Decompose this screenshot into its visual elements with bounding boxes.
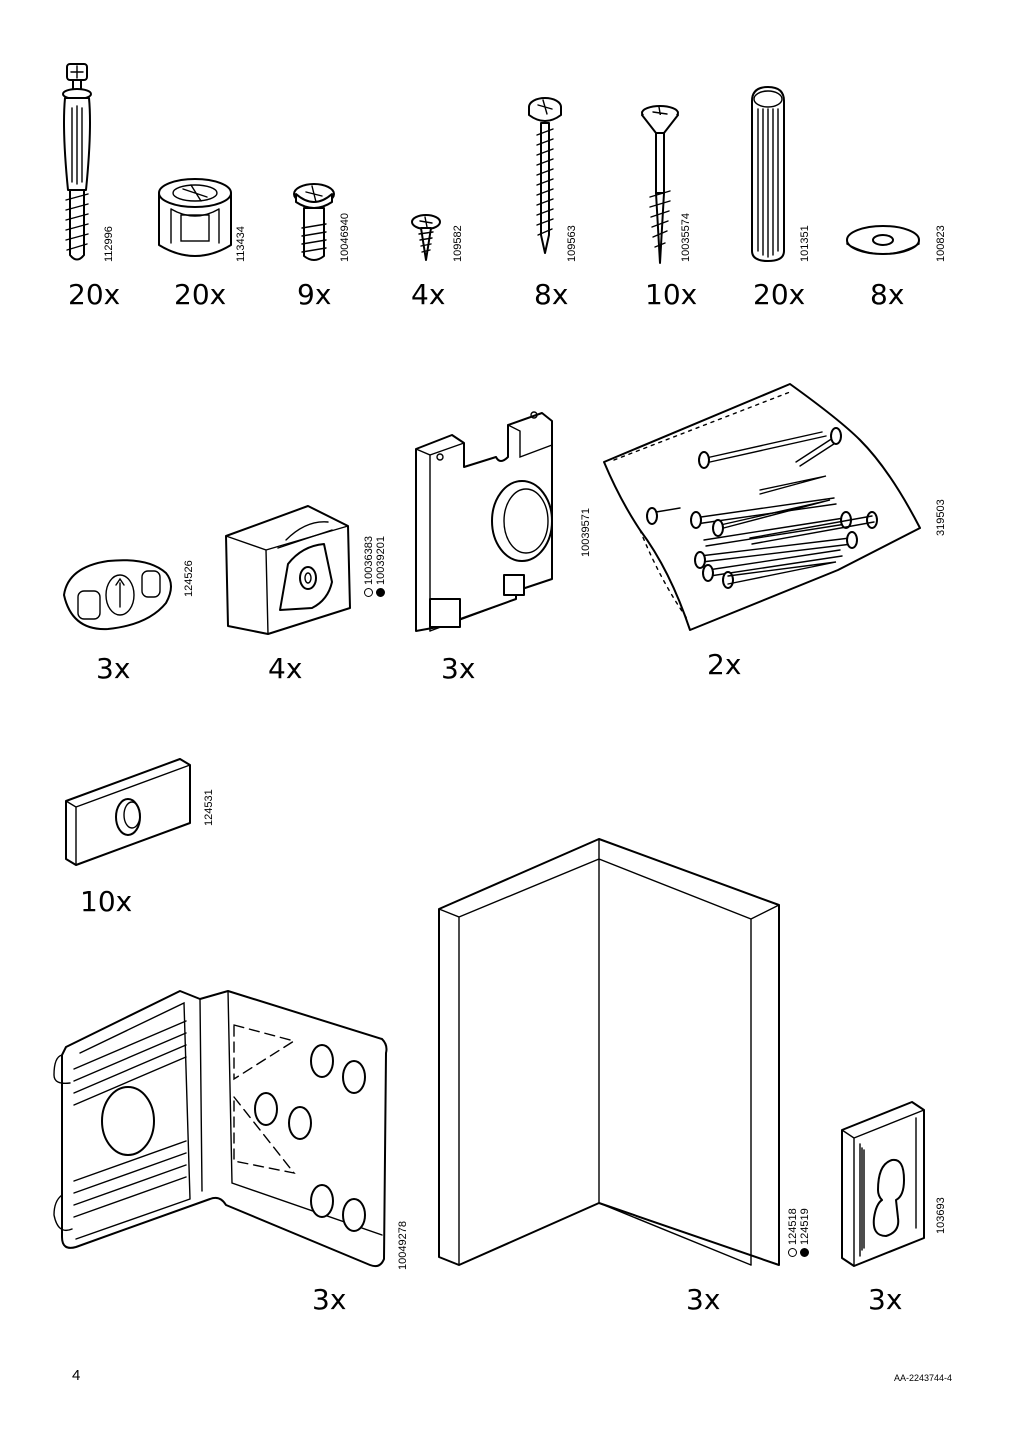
clip-icon [63,559,172,631]
quantity-label: 2x [707,648,742,681]
countersunk-screw-icon [641,105,679,264]
page-number: 4 [72,1367,81,1384]
quantity-label: 20x [68,278,121,311]
cam-lock-nut-icon [158,178,232,257]
article-number: 112996 [103,226,115,262]
part-124526 [58,555,178,635]
article-number: 101351 [799,225,811,262]
part-109582 [408,212,448,267]
part-124531 [62,755,197,870]
short-threaded-screw-icon [293,183,335,261]
article-number: 10036383 [363,536,375,585]
quantity-label: 3x [868,1283,903,1316]
quantity-label: 10x [645,278,698,311]
quantity-label: 8x [870,278,905,311]
quantity-label: 4x [268,652,303,685]
quantity-label: 20x [174,278,227,311]
metal-corner-bracket-icon [53,990,388,1268]
cam-bolt-dowel-icon [62,63,92,261]
article-numbers: 10036383 10039201 [363,536,387,597]
article-number: 10049278 [397,1221,409,1270]
quantity-label: 9x [297,278,332,311]
pan-head-screw-icon [528,97,562,254]
part-10039571 [412,395,572,640]
nail-bag-icon [603,383,921,631]
article-number: 10035574 [680,213,692,262]
part-10035574 [638,103,688,268]
part-10046940 [290,180,340,265]
article-number: 109582 [452,225,464,262]
article-number: 103693 [935,1197,947,1234]
quantity-label: 4x [411,278,446,311]
document-code: AA-2243744-4 [894,1373,953,1383]
part-10049278 [50,985,395,1275]
part-112996 [50,60,120,270]
spacer-plate-icon [65,758,191,866]
part-113434 [155,175,235,265]
article-numbers: 124518 124519 [787,1208,811,1257]
article-number: 124519 [799,1208,811,1245]
black-dot-icon [376,588,385,597]
article-number: 10046940 [339,213,351,262]
quantity-label: 8x [534,278,569,311]
article-number: 109563 [566,225,578,262]
article-number: 100823 [935,225,947,262]
part-319503 [600,380,925,635]
part-10036383-10039201 [218,500,358,636]
article-number: 124531 [203,789,215,826]
article-number: 10039571 [580,508,592,557]
quantity-label: 20x [753,278,806,311]
article-number: 10039201 [375,536,387,585]
white-dot-icon [788,1248,797,1257]
shelf-support-block-icon [225,505,351,635]
quantity-label: 3x [96,652,131,685]
quantity-label: 3x [686,1283,721,1316]
part-103693 [838,1100,928,1270]
keyhole-hanger-icon [841,1101,925,1267]
part-100823 [845,222,925,262]
small-screw-icon [411,214,441,261]
corner-panel-icon [438,838,780,1266]
quantity-label: 3x [441,652,476,685]
part-109563 [525,95,570,265]
article-number: 319503 [935,499,947,536]
article-number: 124518 [787,1208,799,1245]
quantity-label: 10x [80,885,133,918]
wall-bracket-plate-icon [415,411,553,632]
article-number: 124526 [183,560,195,597]
washer-icon [846,225,920,255]
part-101351 [748,85,793,265]
black-dot-icon [800,1248,809,1257]
white-dot-icon [364,588,373,597]
wooden-dowel-icon [751,86,785,262]
part-124518-124519 [435,835,785,1270]
article-number: 113434 [235,226,247,262]
quantity-label: 3x [312,1283,347,1316]
